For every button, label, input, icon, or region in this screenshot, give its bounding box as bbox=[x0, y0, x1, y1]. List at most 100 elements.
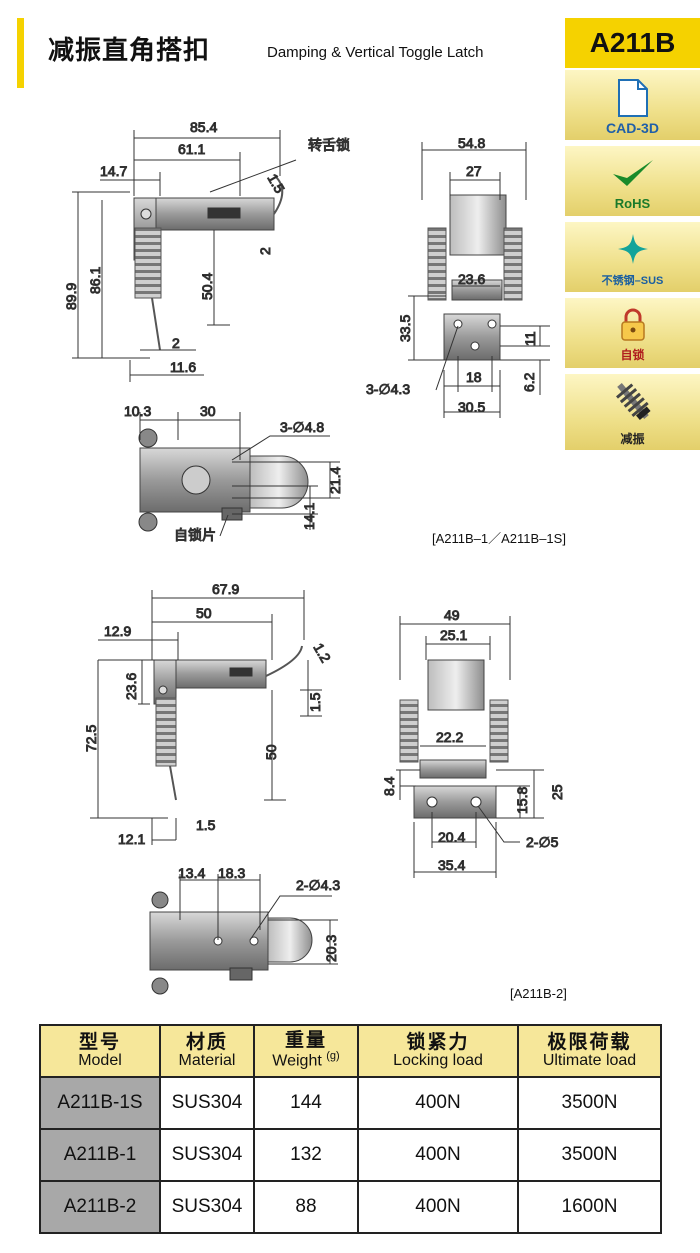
svg-text:18: 18 bbox=[466, 369, 482, 385]
svg-text:30: 30 bbox=[200, 403, 216, 419]
cell-weight: 132 bbox=[253, 1128, 359, 1182]
svg-text:3-∅4.3: 3-∅4.3 bbox=[366, 381, 410, 397]
cell-ultimate-load: 3500N bbox=[517, 1128, 662, 1182]
svg-text:67.9: 67.9 bbox=[212, 581, 239, 597]
badge-stainless[interactable]: 不锈钢–SUS bbox=[565, 222, 700, 294]
svg-text:转舌锁: 转舌锁 bbox=[308, 137, 350, 153]
svg-text:14.1: 14.1 bbox=[301, 503, 317, 530]
cell-material: SUS304 bbox=[159, 1128, 255, 1182]
badge-cad-3d[interactable]: CAD-3D bbox=[565, 70, 700, 142]
cell-ultimate-load: 3500N bbox=[517, 1076, 662, 1130]
svg-text:25: 25 bbox=[549, 784, 565, 800]
cell-locking-load: 400N bbox=[357, 1076, 519, 1130]
svg-text:25.1: 25.1 bbox=[440, 627, 467, 643]
cell-material: SUS304 bbox=[159, 1180, 255, 1234]
header-accent-bar bbox=[17, 18, 24, 88]
svg-text:61.1: 61.1 bbox=[178, 141, 205, 157]
svg-text:50.4: 50.4 bbox=[199, 273, 215, 300]
side-view-a211b-2 bbox=[153, 645, 303, 801]
badge-label: 不锈钢–SUS bbox=[601, 275, 664, 287]
svg-text:10.3: 10.3 bbox=[124, 403, 151, 419]
cell-material: SUS304 bbox=[159, 1076, 255, 1130]
cell-locking-load: 400N bbox=[357, 1180, 519, 1234]
svg-text:11: 11 bbox=[522, 331, 538, 346]
table-row: A211B-2 SUS304 88 400N 1600N bbox=[39, 1180, 662, 1234]
cell-ultimate-load: 1600N bbox=[517, 1180, 662, 1234]
badge-label: 减振 bbox=[620, 432, 645, 446]
svg-text:8.4: 8.4 bbox=[381, 776, 397, 796]
svg-text:15.8: 15.8 bbox=[514, 787, 530, 814]
svg-text:18.3: 18.3 bbox=[218, 865, 245, 881]
caption-a211b-1: [A211B–1／A211B–1S] bbox=[432, 531, 566, 546]
svg-text:13.4: 13.4 bbox=[178, 865, 205, 881]
svg-text:50: 50 bbox=[263, 744, 279, 760]
checkmark-icon bbox=[612, 160, 653, 186]
svg-text:1.5: 1.5 bbox=[307, 692, 323, 712]
plan-view-a211b-1 bbox=[138, 428, 309, 532]
badge-label: 自锁 bbox=[620, 348, 645, 362]
svg-text:33.5: 33.5 bbox=[397, 315, 413, 342]
svg-text:50: 50 bbox=[196, 605, 212, 621]
svg-text:30.5: 30.5 bbox=[458, 399, 485, 415]
svg-text:14.7: 14.7 bbox=[100, 163, 127, 179]
badge-self-lock[interactable]: 自锁 bbox=[565, 298, 700, 370]
svg-text:27: 27 bbox=[466, 163, 482, 179]
model-number-tab: A211B bbox=[565, 18, 700, 68]
svg-text:21.4: 21.4 bbox=[327, 467, 343, 494]
svg-text:2-∅4.3: 2-∅4.3 bbox=[296, 877, 340, 893]
caption-a211b-2: [A211B-2] bbox=[510, 986, 567, 1001]
svg-text:35.4: 35.4 bbox=[438, 857, 465, 873]
badge-rohs[interactable]: RoHS bbox=[565, 146, 700, 218]
technical-drawing: 85.4 61.1 14.7 转舌锁 1.5 2 89.9 86.1 50.4 … bbox=[63, 119, 565, 995]
svg-text:20.3: 20.3 bbox=[323, 935, 339, 962]
table-row: A211B-1 SUS304 132 400N 3500N bbox=[39, 1128, 662, 1182]
svg-text:12.1: 12.1 bbox=[118, 831, 145, 847]
svg-text:12.9: 12.9 bbox=[104, 623, 131, 639]
svg-text:49: 49 bbox=[444, 607, 460, 623]
page-subtitle: Damping & Vertical Toggle Latch bbox=[267, 44, 484, 61]
page-title: 减振直角搭扣 bbox=[48, 36, 211, 66]
svg-text:2-∅5: 2-∅5 bbox=[526, 834, 559, 850]
svg-text:6.2: 6.2 bbox=[521, 372, 537, 392]
badge-damping[interactable]: 减振 bbox=[565, 374, 700, 452]
document-icon bbox=[617, 79, 648, 117]
badge-label: CAD-3D bbox=[606, 120, 659, 136]
svg-text:11.6: 11.6 bbox=[170, 359, 196, 375]
svg-text:自锁片: 自锁片 bbox=[174, 527, 216, 543]
cell-model: A211B-2 bbox=[39, 1180, 161, 1234]
plan-view-a211b-2 bbox=[149, 891, 313, 995]
spring-icon bbox=[615, 382, 651, 421]
cell-model: A211B-1S bbox=[39, 1076, 161, 1130]
svg-text:23.6: 23.6 bbox=[458, 271, 485, 287]
svg-text:1.5: 1.5 bbox=[264, 171, 288, 196]
svg-text:22.2: 22.2 bbox=[436, 729, 463, 745]
svg-text:72.5: 72.5 bbox=[83, 725, 99, 752]
cell-weight: 88 bbox=[253, 1180, 359, 1234]
cell-model: A211B-1 bbox=[39, 1128, 161, 1182]
svg-text:2: 2 bbox=[172, 335, 180, 351]
svg-text:85.4: 85.4 bbox=[190, 119, 217, 135]
svg-text:89.9: 89.9 bbox=[63, 283, 79, 310]
sparkle-icon bbox=[617, 234, 648, 264]
cell-weight: 144 bbox=[253, 1076, 359, 1130]
side-view-a211b-1 bbox=[133, 175, 284, 351]
svg-text:1.2: 1.2 bbox=[310, 640, 334, 665]
padlock-icon bbox=[620, 308, 645, 341]
table-row: A211B-1S SUS304 144 400N 3500N bbox=[39, 1076, 662, 1130]
cell-locking-load: 400N bbox=[357, 1128, 519, 1182]
front-view-a211b-1 bbox=[427, 194, 523, 361]
front-view-a211b-2 bbox=[399, 659, 509, 819]
svg-text:54.8: 54.8 bbox=[458, 135, 485, 151]
svg-text:1.5: 1.5 bbox=[196, 817, 216, 833]
badge-label: RoHS bbox=[614, 196, 651, 211]
svg-text:23.6: 23.6 bbox=[123, 673, 139, 700]
svg-text:2: 2 bbox=[257, 247, 273, 255]
svg-text:20.4: 20.4 bbox=[438, 829, 465, 845]
